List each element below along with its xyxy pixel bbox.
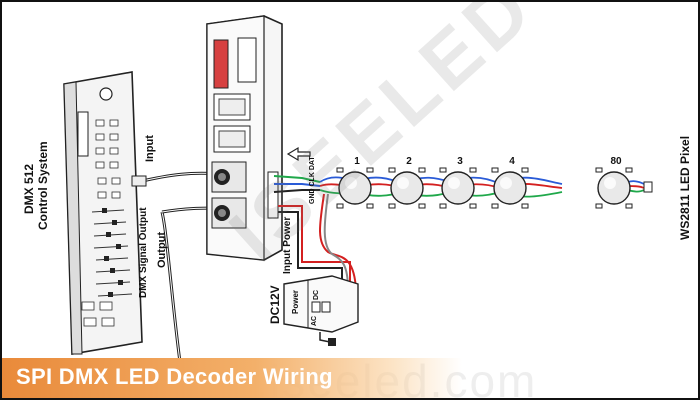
signal-wires (273, 175, 321, 193)
led-pixel-3: 3 (439, 156, 477, 209)
power-supply (283, 275, 359, 346)
title-banner (2, 358, 462, 398)
strip-label: WS2811 LED Pixel (678, 135, 692, 240)
led-pixel-number: 1 (354, 156, 360, 167)
power-supply-label: DC12V (268, 285, 282, 324)
input-power-label: Input Power (282, 216, 293, 274)
pins-label: GND CLK DAT (309, 156, 316, 204)
signal-arrow-icon (286, 146, 311, 162)
psu-ac-label: AC (311, 315, 318, 326)
psu-dc-label: DC (313, 289, 320, 300)
decoder-box (206, 15, 283, 261)
led-pixels: 1 2 3 4 80 (336, 156, 633, 209)
console-label-line1: DMX 512 (22, 163, 36, 214)
power-wires (278, 193, 357, 291)
dmx-console (63, 71, 143, 355)
led-pixel-number: 80 (610, 156, 622, 167)
led-pixel-number: 2 (406, 156, 412, 167)
page-title: SPI DMX LED Decoder Wiring (16, 364, 333, 389)
dmx-signal-output-label: DMX Signal Output (138, 207, 149, 298)
led-pixel-1: 1 (336, 156, 374, 209)
led-pixel-2: 2 (388, 156, 426, 209)
input-label: Input (144, 135, 156, 162)
led-pixel-number: 3 (457, 156, 463, 167)
console-label-line2: Control System (36, 141, 50, 230)
led-pixel-number: 4 (509, 156, 515, 167)
psu-power-label: Power (291, 289, 300, 314)
output-label: Output (156, 231, 168, 268)
led-pixel-4: 4 (491, 156, 529, 209)
led-pixel-80: 80 (595, 156, 633, 209)
